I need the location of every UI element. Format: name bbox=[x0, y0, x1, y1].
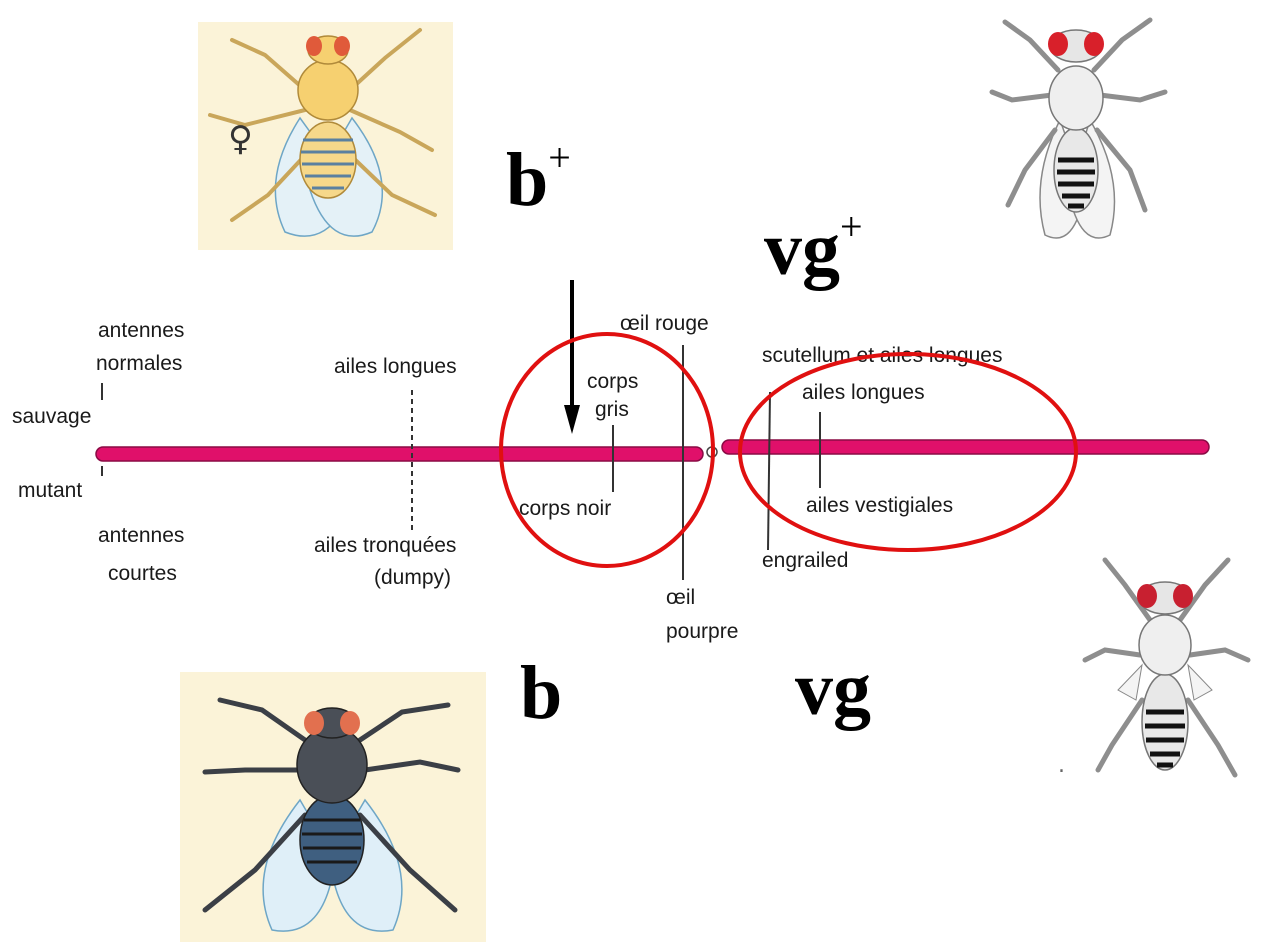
engrailed-locus-line bbox=[768, 392, 770, 550]
antennes-courtes-line1: antennes bbox=[98, 524, 184, 547]
allele-vg-label: vg bbox=[795, 647, 871, 731]
wild-type-grey-fly-image bbox=[992, 20, 1165, 238]
ailes-vestigiales-label: ailes vestigiales bbox=[806, 494, 953, 517]
corps-gris-line1: corps bbox=[587, 370, 638, 393]
chromosome-right-arm bbox=[722, 440, 1209, 454]
corps-noir-label: corps noir bbox=[519, 497, 611, 520]
dumpy-label: (dumpy) bbox=[374, 566, 451, 589]
arrow-pointer bbox=[564, 280, 580, 434]
antennes-normales-line2: normales bbox=[96, 352, 182, 375]
corps-gris-line2: gris bbox=[595, 398, 629, 421]
mutant-label: mutant bbox=[18, 479, 82, 502]
antennes-normales-line1: antennes bbox=[98, 319, 184, 342]
antennes-courtes-line2: courtes bbox=[108, 562, 177, 585]
allele-vg-plus-label: vg+ bbox=[764, 204, 863, 291]
wild-type-female-fly-image: ♀ bbox=[198, 22, 453, 250]
chromosome bbox=[96, 440, 1209, 461]
oeil-rouge-label: œil rouge bbox=[620, 312, 709, 335]
ailes-tronquees-label: ailes tronquées bbox=[314, 534, 456, 557]
chromosome-left-arm bbox=[96, 447, 703, 461]
allele-b-label: b bbox=[520, 651, 562, 735]
stray-mark-icon: . bbox=[1058, 753, 1065, 778]
engrailed-label: engrailed bbox=[762, 549, 848, 572]
female-symbol: ♀ bbox=[228, 119, 253, 159]
vestigial-wing-fly-image bbox=[1085, 560, 1248, 775]
oeil-pourpre-line1: œil bbox=[666, 586, 695, 609]
ailes-longues-label: ailes longues bbox=[334, 355, 457, 378]
oeil-pourpre-line2: pourpre bbox=[666, 620, 738, 643]
ailes-longues-2-label: ailes longues bbox=[802, 381, 925, 404]
black-body-fly-image bbox=[180, 672, 486, 942]
sauvage-label: sauvage bbox=[12, 405, 91, 428]
allele-b-plus-label: b+ bbox=[506, 135, 571, 222]
